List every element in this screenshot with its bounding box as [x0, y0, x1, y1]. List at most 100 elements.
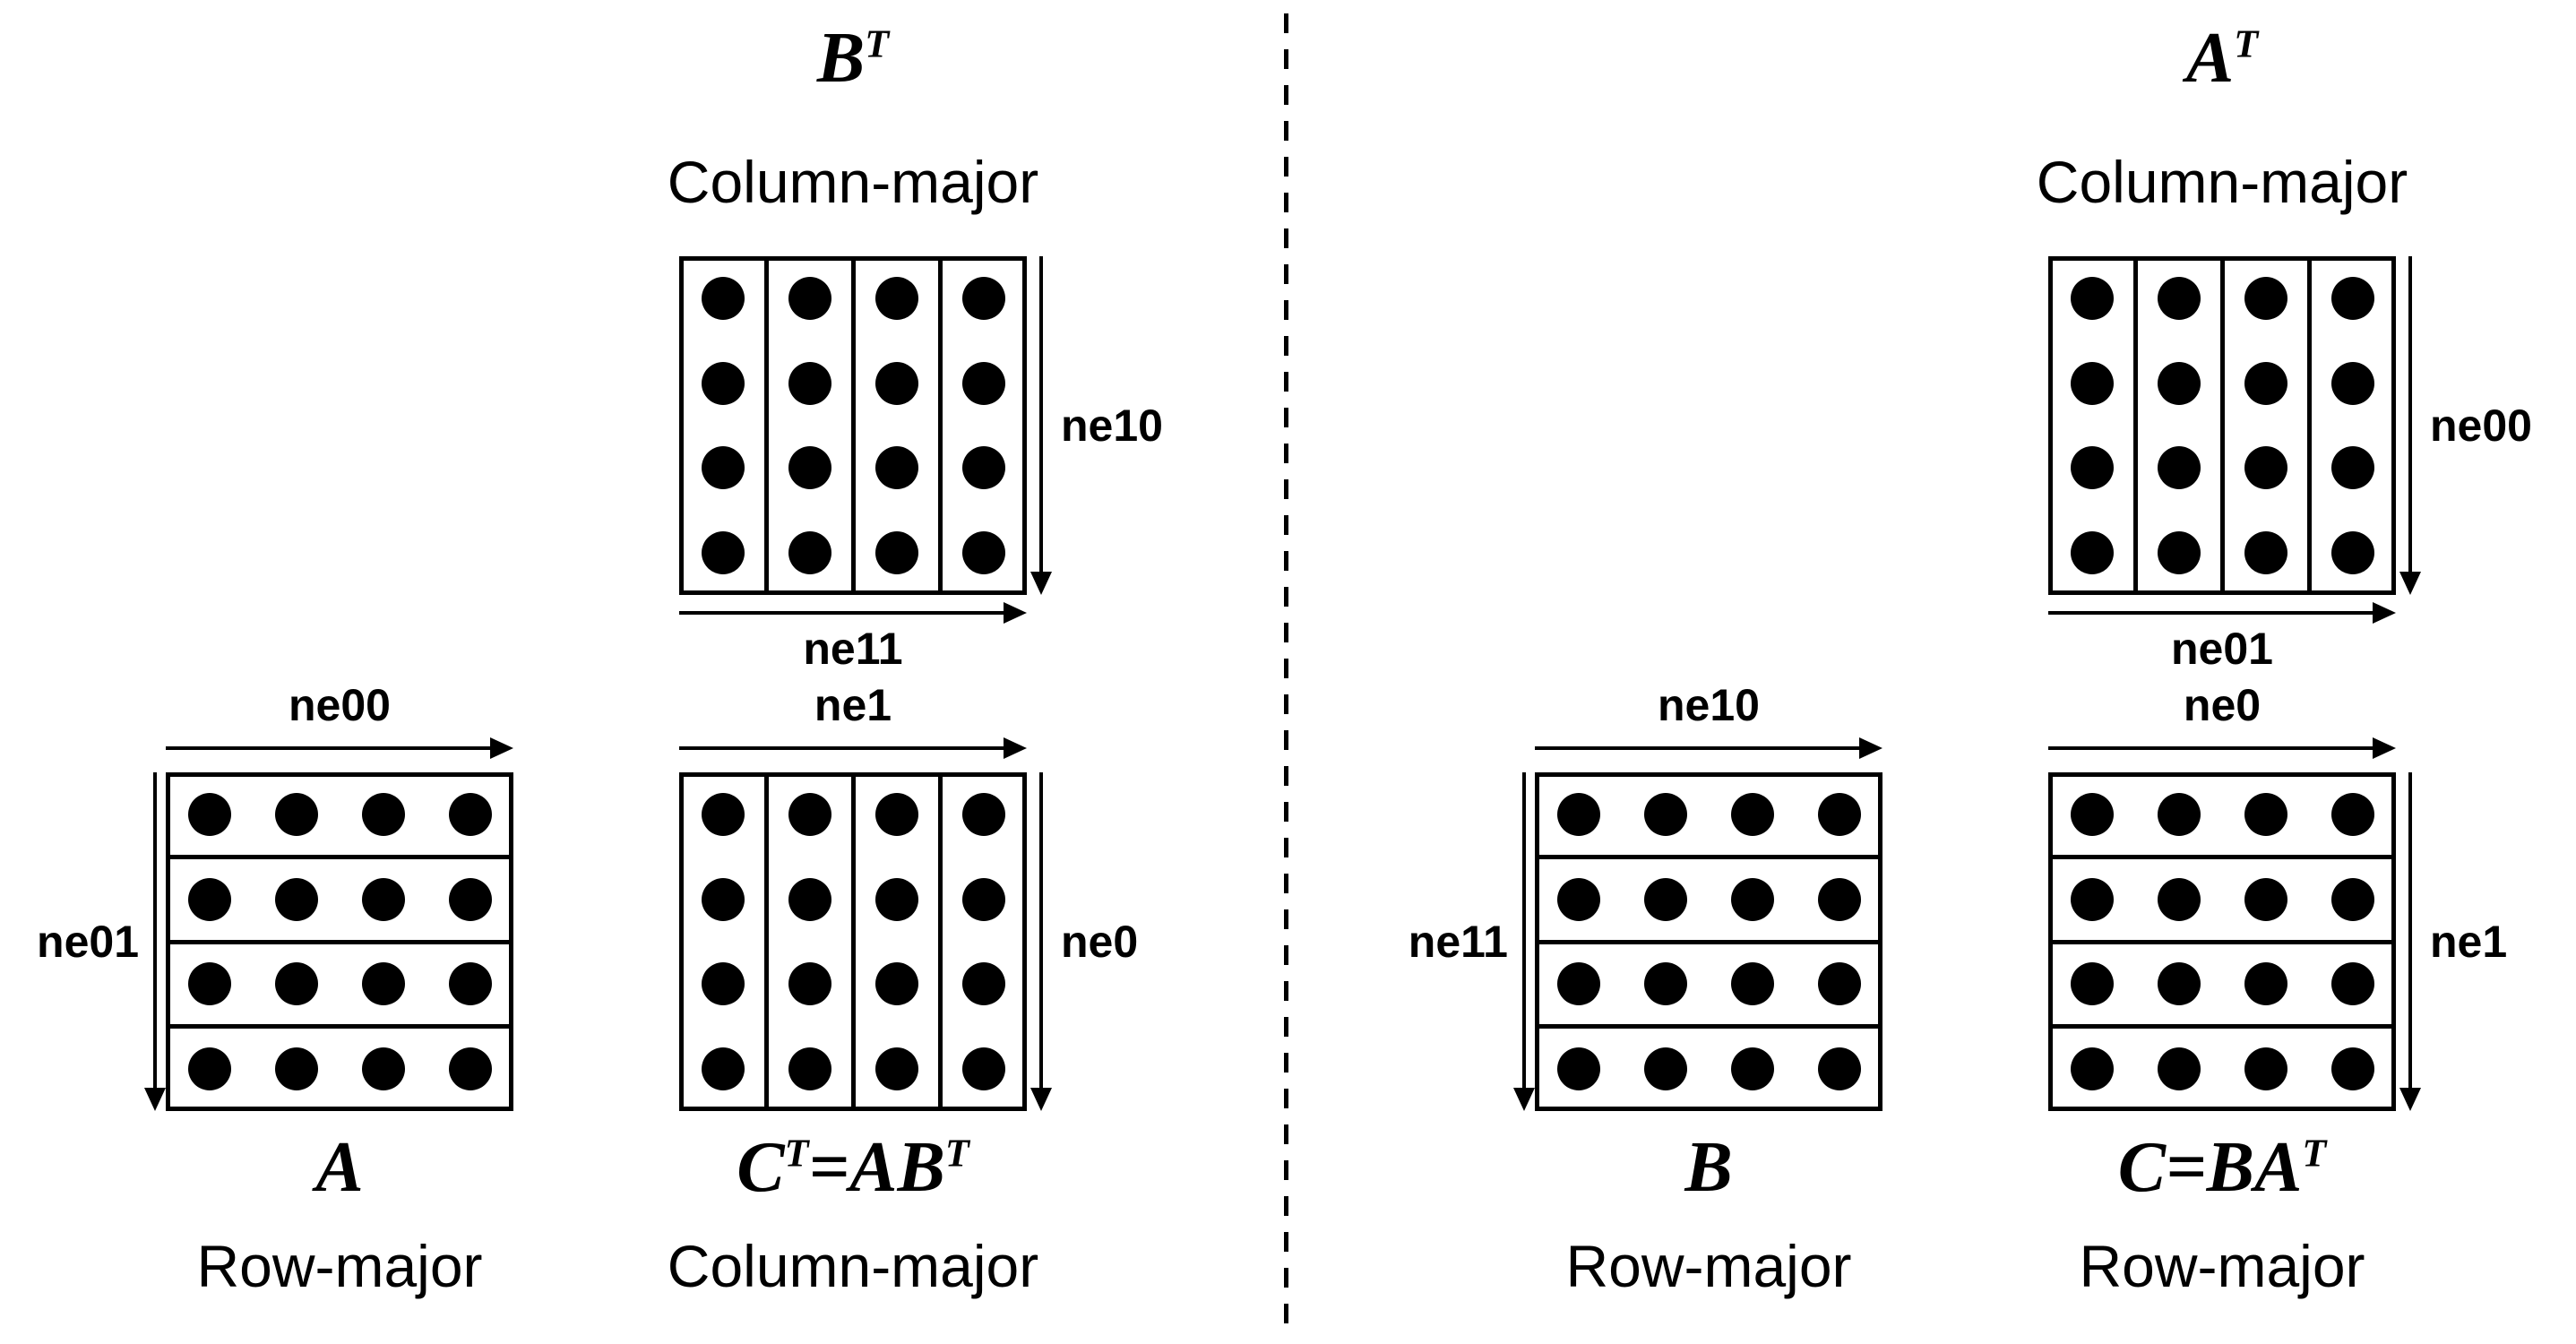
- matrix-c-element-dot: [2157, 1047, 2201, 1090]
- matrix-c-subtitle: Row-major: [2079, 1233, 2365, 1299]
- matrix-at-element-dot: [2070, 446, 2114, 490]
- matrix-bt-arrowhead-ne11: [1004, 602, 1027, 624]
- matrix-at-element-dot: [2244, 361, 2287, 405]
- matrix-a-element-dot: [361, 877, 405, 921]
- matrix-bt-element-dot: [874, 530, 918, 574]
- matrix-ct-subtitle: Column-major: [667, 1233, 1039, 1299]
- matrix-ct-element-dot: [788, 793, 831, 837]
- matrix-at-element-dot: [2157, 277, 2201, 321]
- matrix-bt-dim-label-ne10: ne10: [1061, 401, 1163, 451]
- matrix-b-element-dot: [1730, 962, 1774, 1006]
- matrix-b-element-dot: [1556, 962, 1600, 1006]
- matrix-ct-arrow-ne1: [679, 746, 1004, 750]
- center-divider-line: [1284, 13, 1288, 1331]
- matrix-a-element-dot: [274, 877, 318, 921]
- matrix-c-element-dot: [2330, 1047, 2374, 1090]
- matrix-c-element-dot: [2330, 962, 2374, 1006]
- matrix-c-element-dot: [2244, 877, 2287, 921]
- matrix-a-arrowhead-ne00: [490, 737, 513, 759]
- matrix-a-element-dot: [448, 877, 492, 921]
- matrix-b-element-dot: [1643, 793, 1687, 837]
- matrix-c-element-dot: [2244, 793, 2287, 837]
- matrix-c-dim-label-ne0: ne0: [2183, 680, 2262, 730]
- matrix-b-element-dot: [1643, 962, 1687, 1006]
- matrix-at-column-divider: [2132, 256, 2138, 595]
- matrix-b-title: B: [1684, 1132, 1732, 1203]
- matrix-b-element-dot: [1556, 793, 1600, 837]
- matrix-c-element-dot: [2330, 793, 2374, 837]
- matrix-c-arrow-ne0: [2048, 746, 2373, 750]
- matrix-at-title-text: A: [2185, 19, 2235, 98]
- matrix-b-dim-label-ne11: ne11: [1408, 917, 1508, 967]
- matrix-c-element-dot: [2070, 877, 2114, 921]
- matrix-bt-title-text: B: [816, 19, 866, 98]
- matrix-b-element-dot: [1730, 793, 1774, 837]
- matrix-c-dim-label-ne1: ne1: [2430, 917, 2508, 967]
- matrix-c-title-superscript: T: [2302, 1131, 2327, 1176]
- matrix-at-column-divider: [2306, 256, 2312, 595]
- matrix-ct-element-dot: [961, 877, 1005, 921]
- matrix-ct-element-dot: [961, 962, 1005, 1006]
- matrix-bt-element-dot: [788, 361, 831, 405]
- matrix-a-element-dot: [187, 793, 231, 837]
- matrix-c-row-divider: [2048, 1024, 2396, 1029]
- matrix-a-element-dot: [187, 877, 231, 921]
- matrix-ct-arrow-ne0: [1039, 772, 1043, 1088]
- matrix-at-subtitle: Column-major: [2036, 149, 2408, 215]
- matrix-at-title-superscript: T: [2234, 22, 2259, 66]
- matrix-at-element-dot: [2070, 361, 2114, 405]
- matrix-at-element-dot: [2070, 530, 2114, 574]
- matrix-c-element-dot: [2330, 877, 2374, 921]
- matrix-bt-element-dot: [961, 446, 1005, 490]
- matrix-a-title: A: [315, 1132, 363, 1203]
- matrix-b-element-dot: [1556, 1047, 1600, 1090]
- matrix-b-element-dot: [1730, 877, 1774, 921]
- matrix-ct-element-dot: [788, 877, 831, 921]
- matrix-at-element-dot: [2157, 361, 2201, 405]
- matrix-bt-column-divider: [937, 256, 943, 595]
- matrix-c-element-dot: [2157, 962, 2201, 1006]
- matrix-a-arrow-ne00: [166, 746, 490, 750]
- matrix-at-element-dot: [2330, 361, 2374, 405]
- matrix-bt-title-superscript: T: [865, 22, 890, 66]
- matrix-c-arrow-ne1: [2408, 772, 2412, 1088]
- matrix-c-title: C=BAT: [2118, 1132, 2327, 1203]
- matrix-bt-column-divider: [850, 256, 856, 595]
- matrix-ct-column-divider: [937, 772, 943, 1111]
- matrix-a-element-dot: [187, 1047, 231, 1090]
- matrix-ct-title-superscript: T: [944, 1131, 969, 1176]
- matrix-ct-element-dot: [874, 962, 918, 1006]
- matrix-bt-element-dot: [874, 446, 918, 490]
- matrix-a-row-divider: [166, 855, 513, 859]
- matrix-at-dim-label-ne01: ne01: [2171, 624, 2273, 674]
- matrix-at-arrow-ne00: [2408, 256, 2412, 572]
- matrix-ct-element-dot: [701, 1047, 745, 1090]
- matrix-ct-element-dot: [701, 877, 745, 921]
- matrix-b-dim-label-ne10: ne10: [1658, 680, 1760, 730]
- matrix-at-dim-label-ne00: ne00: [2430, 401, 2532, 451]
- matrix-bt-element-dot: [701, 530, 745, 574]
- matrix-ct-title-text: =AB: [808, 1128, 945, 1207]
- matrix-bt-element-dot: [874, 277, 918, 321]
- matrix-bt-arrow-ne10: [1039, 256, 1043, 572]
- matrix-bt-element-dot: [961, 361, 1005, 405]
- matrix-ct-element-dot: [874, 793, 918, 837]
- matrix-a-dim-label-ne00: ne00: [289, 680, 391, 730]
- matrix-at-arrowhead-ne00: [2399, 572, 2421, 595]
- matrix-at-element-dot: [2157, 446, 2201, 490]
- matrix-bt-subtitle: Column-major: [667, 149, 1039, 215]
- matrix-at-element-dot: [2244, 446, 2287, 490]
- matrix-at-element-dot: [2244, 530, 2287, 574]
- matrix-at-element-dot: [2244, 277, 2287, 321]
- matrix-c-element-dot: [2244, 1047, 2287, 1090]
- matrix-a-subtitle: Row-major: [196, 1233, 483, 1299]
- matrix-c-row-divider: [2048, 939, 2396, 944]
- matrix-b-element-dot: [1817, 962, 1861, 1006]
- matrix-b-subtitle: Row-major: [1565, 1233, 1852, 1299]
- matrix-bt-element-dot: [788, 530, 831, 574]
- matrix-ct-arrowhead-ne1: [1004, 737, 1027, 759]
- matrix-b-element-dot: [1643, 1047, 1687, 1090]
- matrix-c-row-divider: [2048, 855, 2396, 859]
- matrix-a-title-text: A: [315, 1128, 364, 1207]
